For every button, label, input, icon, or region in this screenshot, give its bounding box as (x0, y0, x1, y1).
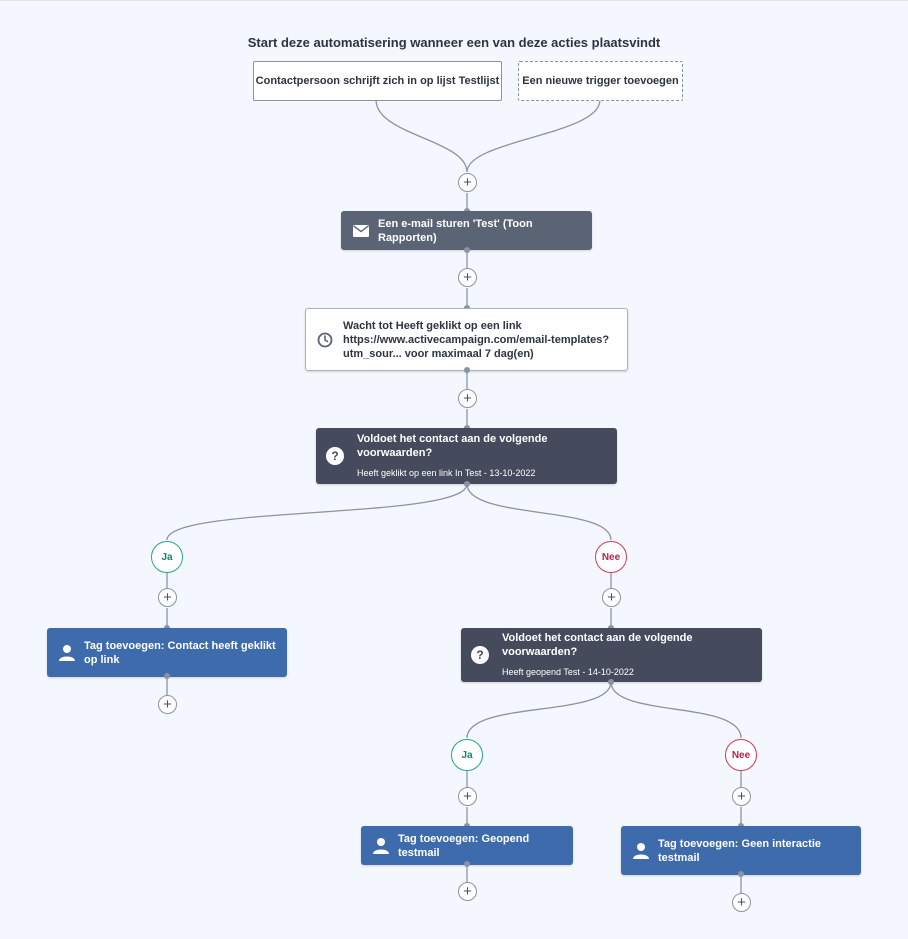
add-step-button[interactable]: + (458, 389, 477, 408)
tag-no-interaction-line-2: testmail (658, 851, 700, 864)
connector-dot (164, 673, 170, 679)
connector-dot (464, 247, 470, 253)
tag-opened-label: Tag toevoegen: Geopend testmail (398, 832, 530, 859)
tag-opened-action[interactable]: Tag toevoegen: Geopend testmail (361, 826, 573, 865)
add-step-button[interactable]: + (732, 787, 751, 806)
connector-trigger1 (375, 99, 468, 173)
add-step-button[interactable]: + (158, 695, 177, 714)
envelope-icon (353, 224, 369, 237)
user-icon (633, 842, 649, 859)
condition-2-detail: Heeft geopend Test - 14-10-2022 (502, 667, 634, 677)
condition-2-title: Voldoet het contact aan de volgende voor… (502, 632, 693, 658)
add-step-button[interactable]: + (458, 173, 477, 192)
connector-trigger2 (466, 99, 601, 173)
user-icon (59, 644, 75, 661)
question-icon: ? (471, 646, 489, 664)
connector-dot (464, 481, 470, 487)
connector-dot (738, 871, 744, 877)
wait-line-1: Wacht tot Heeft geklikt op een link (343, 319, 522, 332)
branch-yes-badge[interactable]: Ja (451, 739, 483, 771)
connector-branch2-no (610, 681, 742, 739)
branch-yes-badge[interactable]: Ja (151, 541, 183, 573)
trigger-list-subscribe[interactable]: Contactpersoon schrijft zich in op lijst… (253, 61, 502, 101)
connector-dot (464, 367, 470, 373)
add-step-button[interactable]: + (458, 787, 477, 806)
add-step-button[interactable]: + (732, 893, 751, 912)
branch-no-badge[interactable]: Nee (725, 739, 757, 771)
user-icon (373, 837, 389, 854)
top-divider (0, 0, 908, 1)
tag-clicked-link-action[interactable]: Tag toevoegen: Contact heeft geklikt op … (47, 628, 287, 677)
condition-1-detail: Heeft geklikt op een link In Test - 13-1… (357, 468, 536, 478)
condition-1-title: Voldoet het contact aan de volgende voor… (357, 433, 548, 459)
add-step-button[interactable]: + (602, 588, 621, 607)
condition-clicked-link[interactable]: ? Voldoet het contact aan de volgende vo… (316, 428, 617, 484)
branch-no-badge[interactable]: Nee (595, 541, 627, 573)
wait-until-action[interactable]: Wacht tot Heeft geklikt op een link http… (305, 308, 628, 371)
question-icon: ? (326, 447, 344, 465)
tag-no-interaction-line-1: Tag toevoegen: Geen interactie (658, 837, 822, 850)
send-email-action[interactable]: Een e-mail sturen 'Test' (Toon Rapporten… (341, 211, 592, 250)
connector-dot (608, 679, 614, 685)
tag-clicked-line-1: Tag toevoegen: Contact heeft geklikt (84, 639, 276, 652)
connector-branch1-no (466, 483, 612, 541)
tag-clicked-line-2: op link (84, 653, 120, 666)
connector-branch1-yes (166, 483, 468, 541)
wait-line-2: https://www.activecampaign.com/email-tem… (343, 333, 610, 346)
wait-line-3: utm_sour... voor maximaal 7 dag(en) (343, 347, 534, 360)
add-step-button[interactable]: + (458, 882, 477, 901)
tag-no-interaction-action[interactable]: Tag toevoegen: Geen interactie testmail (621, 826, 861, 875)
add-step-button[interactable]: + (158, 588, 177, 607)
connector-branch2-yes (466, 681, 612, 739)
condition-opened-mail[interactable]: ? Voldoet het contact aan de volgende vo… (461, 628, 762, 682)
page-title: Start deze automatisering wanneer een va… (247, 35, 661, 50)
connector-dot (464, 861, 470, 867)
clock-icon (317, 332, 333, 348)
send-email-label: Een e-mail sturen 'Test' (Toon Rapporten… (378, 217, 533, 244)
add-trigger-button[interactable]: Een nieuwe trigger toevoegen (518, 61, 683, 101)
add-step-button[interactable]: + (458, 268, 477, 287)
